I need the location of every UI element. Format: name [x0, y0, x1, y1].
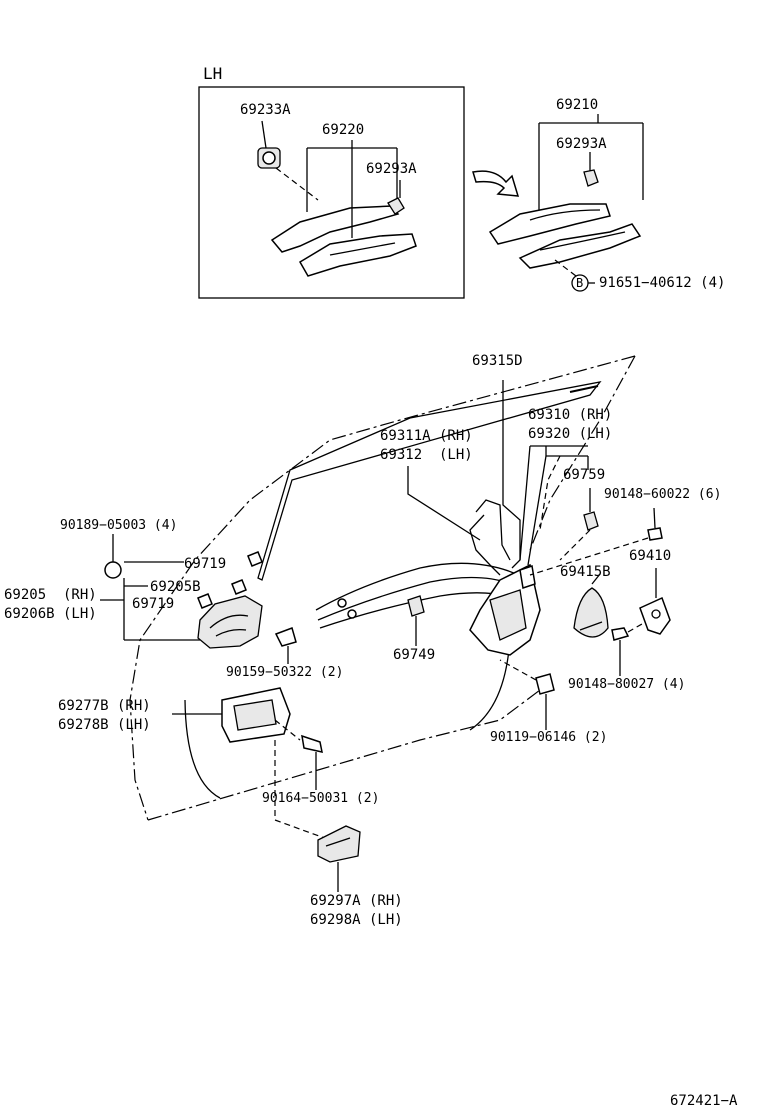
label-69719-a: 69719 — [184, 556, 227, 572]
label-69220: 69220 — [322, 122, 365, 138]
inside-handle-bezel-69277B — [172, 687, 331, 841]
cover-69297A — [317, 825, 361, 892]
label-69210: 69210 — [556, 97, 599, 113]
door-lock-latch — [469, 563, 541, 656]
label-69310: 69310 (RH) — [528, 407, 613, 423]
striker-cover-69415B — [573, 573, 609, 638]
label-91651-40612: 91651−40612 (4) — [599, 275, 726, 291]
label-90148-80027: 90148−80027 (4) — [568, 677, 686, 692]
outside-handle-assembly — [488, 114, 644, 292]
clip-69759 — [559, 488, 599, 561]
label-69293A-lh: 69293A — [366, 161, 417, 177]
screw-90159-50322 — [274, 627, 297, 664]
lh-inset-box — [198, 86, 465, 299]
label-69233A: 69233A — [240, 102, 291, 118]
screw-90148-60022 — [529, 507, 663, 576]
label-69278B: 69278B (LH) — [58, 717, 151, 733]
clip-69749 — [407, 595, 425, 646]
leader-69310 — [519, 445, 589, 566]
label-69277B: 69277B (RH) — [58, 698, 151, 714]
screw-90148-80027 — [611, 623, 643, 676]
label-90189-05003: 90189−05003 (4) — [60, 518, 178, 533]
label-90159-50322: 90159−50322 (2) — [226, 665, 344, 680]
striker-69410 — [639, 568, 671, 635]
figure-number: 672421−A — [670, 1093, 738, 1109]
label-69759: 69759 — [563, 467, 606, 483]
label-69312: 69312 (LH) — [380, 447, 473, 463]
label-90164-50031: 90164−50031 (2) — [262, 791, 380, 806]
arrow-icon — [472, 170, 520, 197]
label-69320: 69320 (LH) — [528, 426, 613, 442]
label-69749: 69749 — [393, 647, 436, 663]
lh-inset-clip — [387, 180, 405, 215]
label-69315D: 69315D — [472, 353, 523, 369]
label-69293A: 69293A — [556, 136, 607, 152]
label-69298A: 69298A (LH) — [310, 912, 403, 928]
label-69311A: 69311A (RH) — [380, 428, 473, 444]
label-69415B: 69415B — [560, 564, 611, 580]
label-69206B: 69206B (LH) — [4, 606, 97, 622]
inset-title: LH — [203, 64, 223, 83]
screw-90119-06146 — [499, 659, 555, 730]
label-69205: 69205 (RH) — [4, 587, 97, 603]
screw-90164-50031 — [301, 734, 323, 790]
lh-inset-key-cylinder — [257, 120, 281, 169]
lock-rods — [407, 380, 521, 576]
label-69410: 69410 — [629, 548, 672, 564]
lh-inset-outside-handle — [270, 140, 417, 277]
label-90119-06146: 90119−06146 (2) — [490, 730, 608, 745]
screw-90189-05003 — [104, 534, 122, 579]
label-69297A: 69297A (RH) — [310, 893, 403, 909]
label-90148-60022: 90148−60022 (6) — [604, 487, 722, 502]
label-69719-b: 69719 — [132, 596, 175, 612]
pins-69719 — [197, 551, 263, 609]
circle-b-badge: B — [576, 276, 584, 290]
inside-handle-69205 — [100, 561, 263, 649]
label-69205B: 69205B — [150, 579, 201, 595]
